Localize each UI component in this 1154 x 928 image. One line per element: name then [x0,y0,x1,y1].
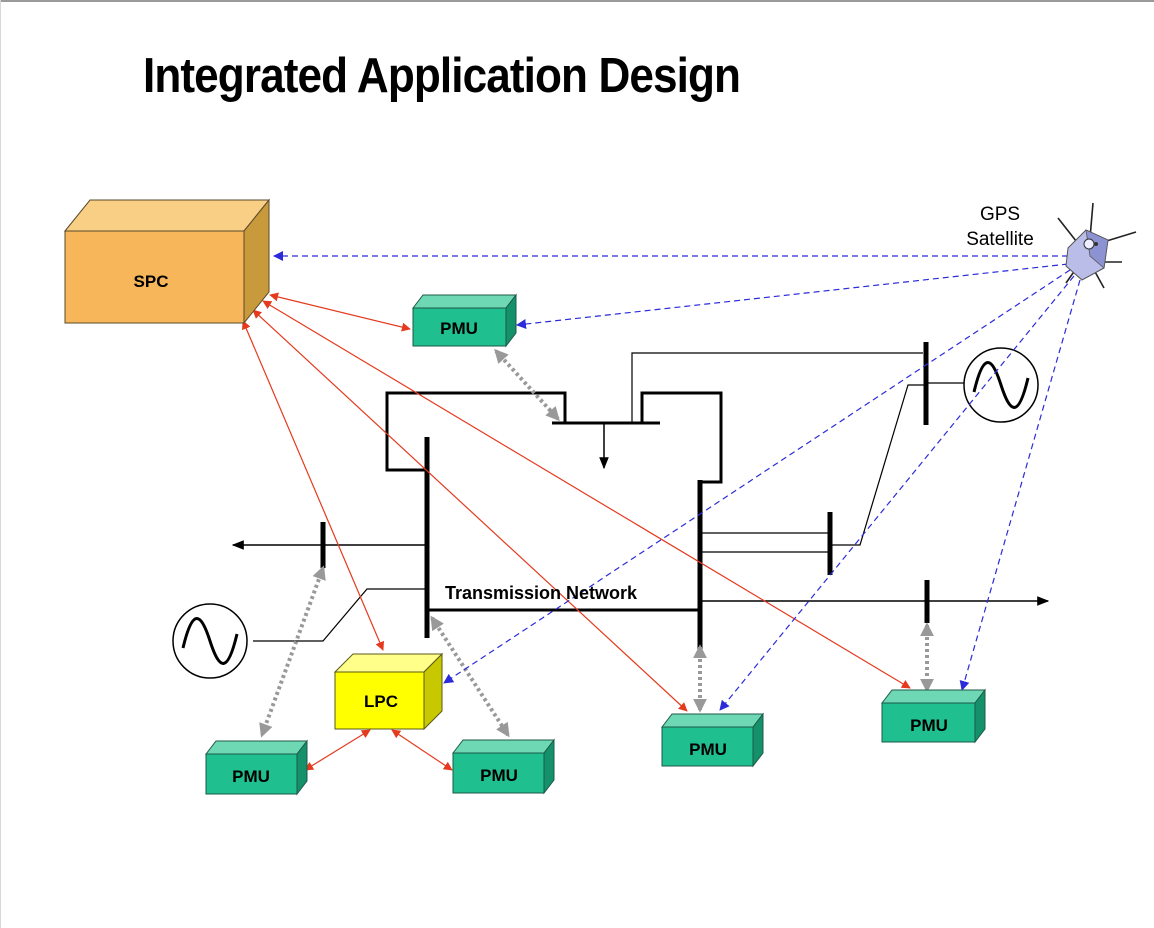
pmu-label: PMU [480,766,518,785]
generator-icon [963,347,1039,423]
generator-icon [172,603,248,679]
pmu-box: PMU [204,739,309,796]
pmu-label: PMU [910,716,948,735]
gps-timing-links [273,251,1081,711]
pmu-label: PMU [440,319,478,338]
gps-label-line2: Satellite [966,229,1034,250]
transmission-network [231,342,1050,650]
top-border [0,0,1154,2]
satellite-icon [1057,202,1137,289]
pmu-box: PMU [660,712,765,768]
pmu-box: PMU [411,293,518,348]
spc-box: SPC [63,198,271,325]
lpc-box: LPC [333,652,444,731]
page-title: Integrated Application Design [143,49,741,103]
spc-label: SPC [134,272,169,291]
lpc-label: LPC [364,692,398,711]
transmission-network-label: Transmission Network [445,583,638,603]
pmu-label: PMU [232,767,270,786]
pmu-box: PMU [880,688,987,744]
control-links [242,292,911,771]
pmu-box: PMU [451,738,556,795]
gps-label-line1: GPS [980,204,1020,225]
pmu-label: PMU [689,740,727,759]
left-border [0,0,1,928]
